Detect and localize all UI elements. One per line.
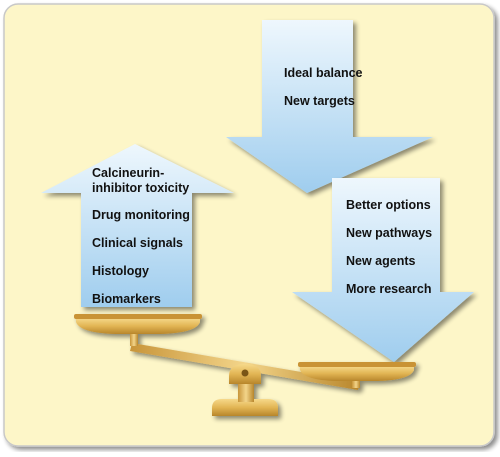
- right-arrow-label-more-research: More research: [346, 282, 432, 296]
- top-arrow-label-ideal-balance: Ideal balance: [284, 66, 363, 80]
- top-arrow-label-new-targets: New targets: [284, 94, 355, 108]
- balance-scale: [74, 314, 416, 416]
- left-up-arrow: [41, 144, 234, 307]
- right-arrow-label-new-pathways: New pathways: [346, 226, 433, 240]
- right-arrow-label-better-options: Better options: [346, 198, 431, 212]
- up-arrow-label-histology: Histology: [92, 264, 149, 278]
- up-arrow-label-calcineurin: Calcineurin-: [92, 166, 165, 180]
- up-arrow-label-biomarkers: Biomarkers: [92, 292, 161, 306]
- up-arrow-label-inhibitor-toxicity: inhibitor toxicity: [92, 181, 190, 195]
- up-arrow-label-drug-monitoring: Drug monitoring: [92, 208, 190, 222]
- right-down-arrow: [292, 178, 474, 362]
- up-arrow-label-clinical-signals: Clinical signals: [92, 236, 184, 250]
- top-down-arrow: [226, 20, 433, 193]
- right-arrow-label-new-agents: New agents: [346, 254, 416, 268]
